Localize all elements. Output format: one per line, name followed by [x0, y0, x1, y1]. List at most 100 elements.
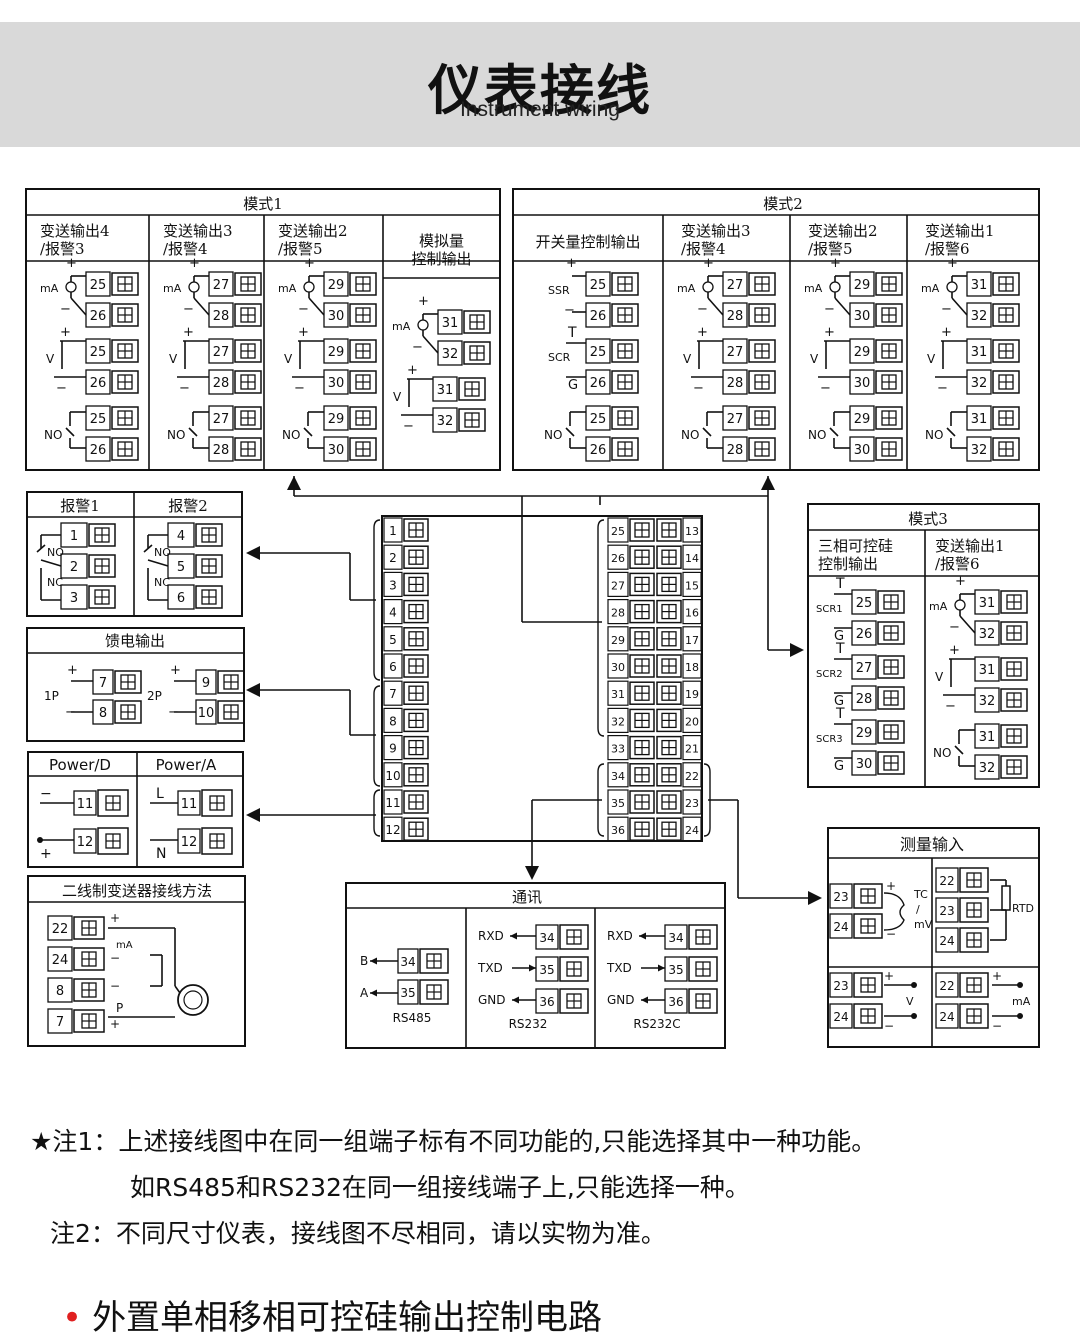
mv-label: mV [914, 918, 933, 931]
terminal-screw-icon [656, 518, 682, 542]
terminal-number-box [974, 589, 1000, 615]
terminal-screw-icon [629, 627, 655, 651]
no-label: NO [681, 428, 699, 442]
plus-sign: + [947, 256, 958, 271]
terminal-number-box [974, 754, 1000, 780]
terminal-number: 7 [99, 676, 107, 691]
terminal-number-box [585, 405, 611, 431]
mode2-col-header: 开关量控制输出 [535, 233, 640, 251]
no-label: NO [47, 546, 64, 559]
terminal-number-box [85, 436, 111, 462]
terminal-screw-icon [877, 590, 905, 614]
terminal-number: 12 [385, 823, 400, 837]
wire [40, 559, 62, 567]
terminal-number-box [829, 913, 853, 939]
terminal-number: 31 [611, 688, 625, 701]
terminal-number-box [177, 790, 201, 816]
terminal-screw-icon [992, 437, 1020, 461]
relay-contact-icon [946, 427, 956, 437]
plus-sign: + [830, 256, 841, 271]
terminal-number-box [397, 948, 419, 974]
mode2-col-header: /报警4 [681, 240, 726, 258]
minus-sign: − [992, 1019, 1002, 1033]
terminal-number-box [682, 789, 702, 815]
arrow-head [246, 683, 260, 697]
terminal-number-box [935, 927, 959, 953]
terminal-screw-icon [403, 817, 429, 841]
terminal-screw-icon [656, 654, 682, 678]
terminal-screw-icon [875, 370, 903, 394]
wire [834, 297, 851, 316]
terminal-screw-icon [73, 978, 105, 1002]
terminal-number: 25 [590, 412, 607, 427]
terminal-screw-icon [234, 339, 262, 363]
current-source-icon [188, 281, 200, 293]
terminal-number-box [85, 369, 111, 395]
terminal-number-box [966, 271, 992, 297]
terminal-screw-icon [111, 272, 139, 296]
terminal-screw-icon [877, 655, 905, 679]
terminal-number-box [47, 946, 73, 972]
terminal-screw-icon [611, 370, 639, 394]
mode1-col-header: 模拟量 [419, 232, 464, 250]
plus-sign: + [884, 969, 894, 983]
terminal-number-box [682, 734, 702, 761]
terminal-screw-icon [349, 339, 377, 363]
terminal-number-box [607, 789, 629, 815]
feed-label: 2P [147, 689, 162, 703]
terminal-screw-icon [959, 972, 989, 998]
terminal-screw-icon [611, 339, 639, 363]
terminal-number: 35 [539, 963, 554, 977]
terminal-screw-icon [403, 790, 429, 814]
minus-sign: − [937, 381, 948, 396]
minus-sign: − [884, 1019, 894, 1033]
v-label: V [906, 995, 914, 1008]
ma-label: mA [392, 320, 411, 333]
minus-sign: − [824, 302, 835, 317]
terminal-screw-icon [629, 681, 655, 705]
terminal-screw-icon [877, 621, 905, 645]
terminal-number-box [851, 685, 877, 711]
terminal-number: 6 [389, 660, 397, 674]
terminal-number: 10 [198, 706, 215, 721]
terminal-screw-icon [234, 406, 262, 430]
terminal-screw-icon [403, 681, 429, 705]
terminal-number: 36 [611, 824, 625, 837]
terminal-screw-icon [349, 406, 377, 430]
arrow-head [790, 643, 804, 657]
gnd-label: GND [607, 993, 635, 1007]
terminal-number-box [849, 436, 875, 462]
terminal-screw-icon [403, 545, 429, 569]
terminal-number: 26 [90, 309, 107, 324]
terminal-screw-icon [201, 789, 233, 817]
wire [70, 297, 87, 316]
terminal-number: 6 [177, 591, 185, 606]
scr-label: SCR1 [816, 604, 843, 615]
terminal-number: 27 [213, 278, 230, 293]
mode1-title: 模式1 [243, 195, 283, 213]
terminal-screw-icon [403, 572, 429, 597]
terminal-number: 26 [590, 376, 607, 391]
terminal-number: 30 [328, 309, 345, 324]
terminal-number: 29 [854, 278, 871, 293]
no-label: NO [154, 546, 171, 559]
terminal-number-box [383, 571, 403, 598]
relay-contact-icon [143, 544, 153, 553]
terminal-number: 5 [177, 560, 185, 575]
terminal-number: 28 [727, 309, 744, 324]
ma-label: mA [116, 940, 133, 951]
minus-sign: − [949, 620, 960, 635]
plus-sign: + [60, 325, 71, 340]
terminal-number-box [849, 405, 875, 431]
plus-sign: + [566, 256, 577, 271]
v-label: V [46, 352, 55, 366]
minus-sign: − [56, 381, 67, 396]
relay-contact-icon [36, 544, 46, 553]
terminal-number: 27 [213, 412, 230, 427]
scr-label: SCR [548, 351, 571, 364]
wire [174, 985, 181, 994]
terminal-number-box [383, 653, 403, 679]
power-d-title: Power/D [49, 756, 111, 774]
terminal-number-box [177, 828, 201, 854]
terminal-number-box [849, 369, 875, 395]
